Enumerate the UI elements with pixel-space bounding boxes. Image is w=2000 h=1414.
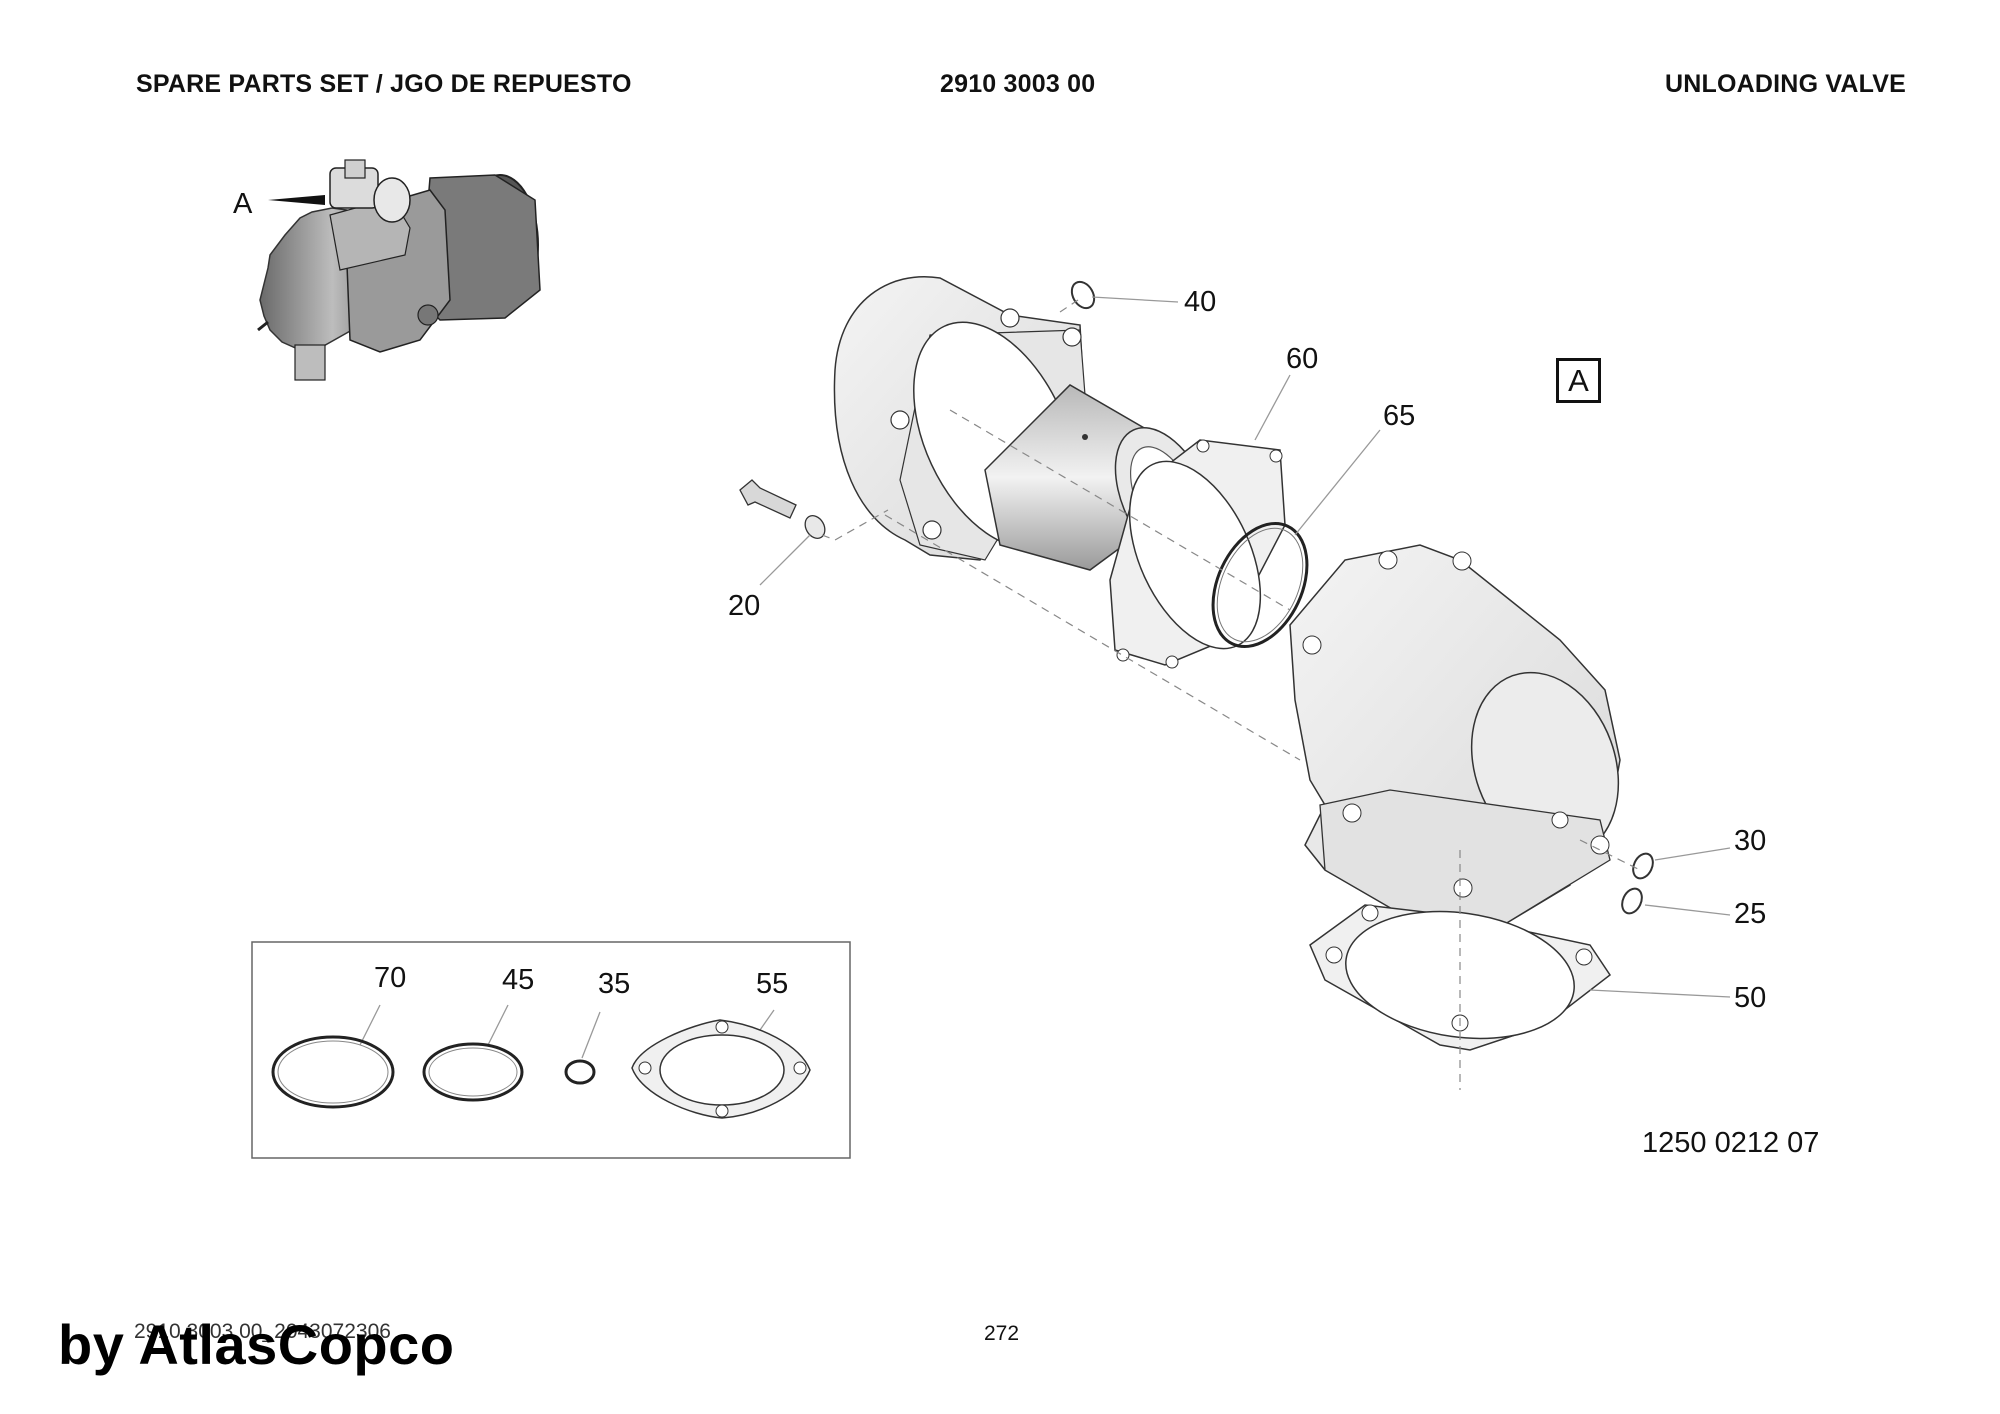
callout-leader-lines [359,296,1731,1059]
part-number: 2910 3003 00 [940,70,1096,98]
view-arrow-icon [268,195,325,205]
gasket-55 [631,1019,811,1119]
callout-70: 70 [374,962,407,994]
callout-60: 60 [1286,343,1319,375]
washer-40 [1070,280,1096,310]
overview-view-letter: A [233,188,253,220]
callout-25: 25 [1734,898,1767,930]
compressor-overview-image [257,159,541,381]
document-title: SPARE PARTS SET / JGO DE REPUESTO [136,70,632,98]
assembly-axis-lines [821,299,1641,1090]
ring-25 [1621,887,1643,915]
callout-50: 50 [1734,982,1767,1014]
callout-20: 20 [728,590,761,622]
page-number: 272 [984,1322,1020,1345]
screw-20 [739,479,826,539]
gasket-60 [1109,439,1286,669]
assembly-title: UNLOADING VALVE [1665,70,1906,98]
callout-55: 55 [756,968,789,1000]
callout-40: 40 [1184,286,1217,318]
callout-30: 30 [1734,825,1767,857]
spare-parts-kit-box [251,941,851,1159]
watermark: by AtlasCopco [58,1313,455,1376]
callout-35: 35 [598,968,631,1000]
view-a-marker: A [1556,358,1601,403]
callout-65: 65 [1383,400,1416,432]
callout-45: 45 [502,964,535,996]
ring-30 [1632,852,1654,880]
drawing-number: 1250 0212 07 [1642,1127,1820,1159]
o-ring-65 [1211,521,1309,649]
footer-document-code: 2910 3003 00_2043072306 [134,1320,391,1343]
o-ring-70 [271,1035,395,1109]
unloading-valve-housing [1289,544,1621,931]
o-ring-45 [422,1042,524,1102]
o-ring-35 [564,1059,596,1085]
